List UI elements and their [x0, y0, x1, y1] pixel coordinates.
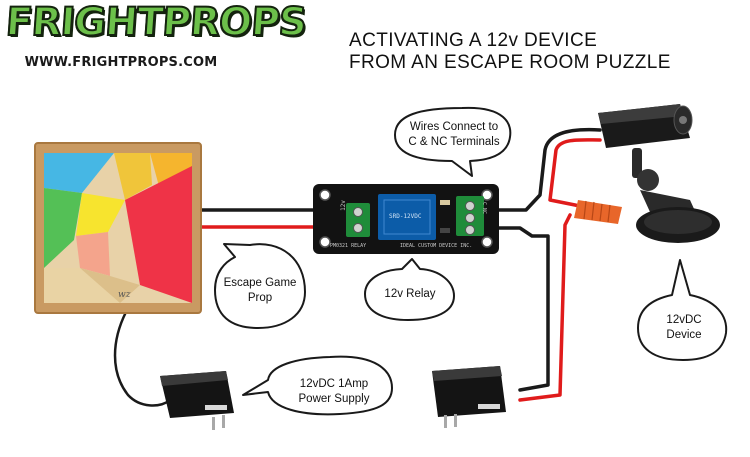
relay-mark-label: SRD-12VDC — [389, 213, 422, 220]
relay-component — [378, 194, 436, 240]
prop-to-power-supply-wire — [113, 310, 172, 407]
device-red-wire — [548, 138, 602, 212]
power-supply-callout-line-2: Power Supply — [298, 393, 370, 405]
escape-game-prop: wz — [34, 142, 202, 314]
prop-callout-bubble — [214, 243, 306, 329]
prop-callout-text: Escape Game Prop — [218, 276, 302, 306]
brand-url: WWW.FRIGHTPROPS.COM — [24, 55, 218, 70]
power-supply-callout-line-1: 12vDC 1Amp — [299, 378, 369, 390]
relay-to-power-supply-black-wire — [494, 226, 550, 392]
input-terminal-block — [346, 203, 370, 237]
power-supply-callout-bubble — [242, 355, 393, 416]
page-title: ACTIVATING A 12v DEVICE FROM AN ESCAPE R… — [349, 30, 739, 74]
relay-callout-bubble — [364, 258, 455, 321]
wires-callout-text: Wires Connect to C & NC Terminals — [398, 120, 510, 150]
relay-callout-text: 12v Relay — [384, 288, 436, 300]
prop-callout-line-2: Prop — [247, 292, 273, 304]
relay-to-device-black-wire — [494, 127, 602, 212]
left-power-supply — [160, 371, 234, 430]
12v-device — [598, 104, 720, 243]
device-callout-line-2: Device — [666, 329, 702, 341]
brand-logo: FRIGHTPROPS — [3, 0, 308, 46]
wires-callout-line-1: Wires Connect to — [409, 121, 499, 133]
relay-maker-label: IDEAL CUSTOM DEVICE INC. — [400, 243, 473, 249]
svg-text:wz: wz — [118, 290, 131, 300]
relay-board — [313, 184, 499, 254]
power-supply-callout-text: 12vDC 1Amp Power Supply — [280, 377, 388, 407]
wires-callout-bubble — [394, 106, 512, 177]
wires — [113, 127, 602, 407]
relay-part-label: PM0321 RELAY — [330, 243, 367, 249]
right-power-supply — [432, 366, 506, 428]
relay-left-pins-label: 12v — [339, 200, 347, 211]
title-line-2: FROM AN ESCAPE ROOM PUZZLE — [349, 52, 671, 73]
wire-nut — [574, 200, 622, 224]
device-callout-bubble — [637, 259, 728, 361]
wires-callout-line-2: C & NC Terminals — [408, 136, 500, 148]
relay-right-pins-label: C NC — [481, 201, 488, 215]
wire-nut-to-power-supply-red-wire — [518, 213, 572, 402]
device-callout-text: 12vDC Device — [645, 313, 723, 343]
device-callout-line-1: 12vDC — [666, 314, 702, 326]
title-line-1: ACTIVATING A 12v DEVICE — [349, 30, 598, 51]
prop-callout-line-1: Escape Game — [223, 277, 297, 289]
